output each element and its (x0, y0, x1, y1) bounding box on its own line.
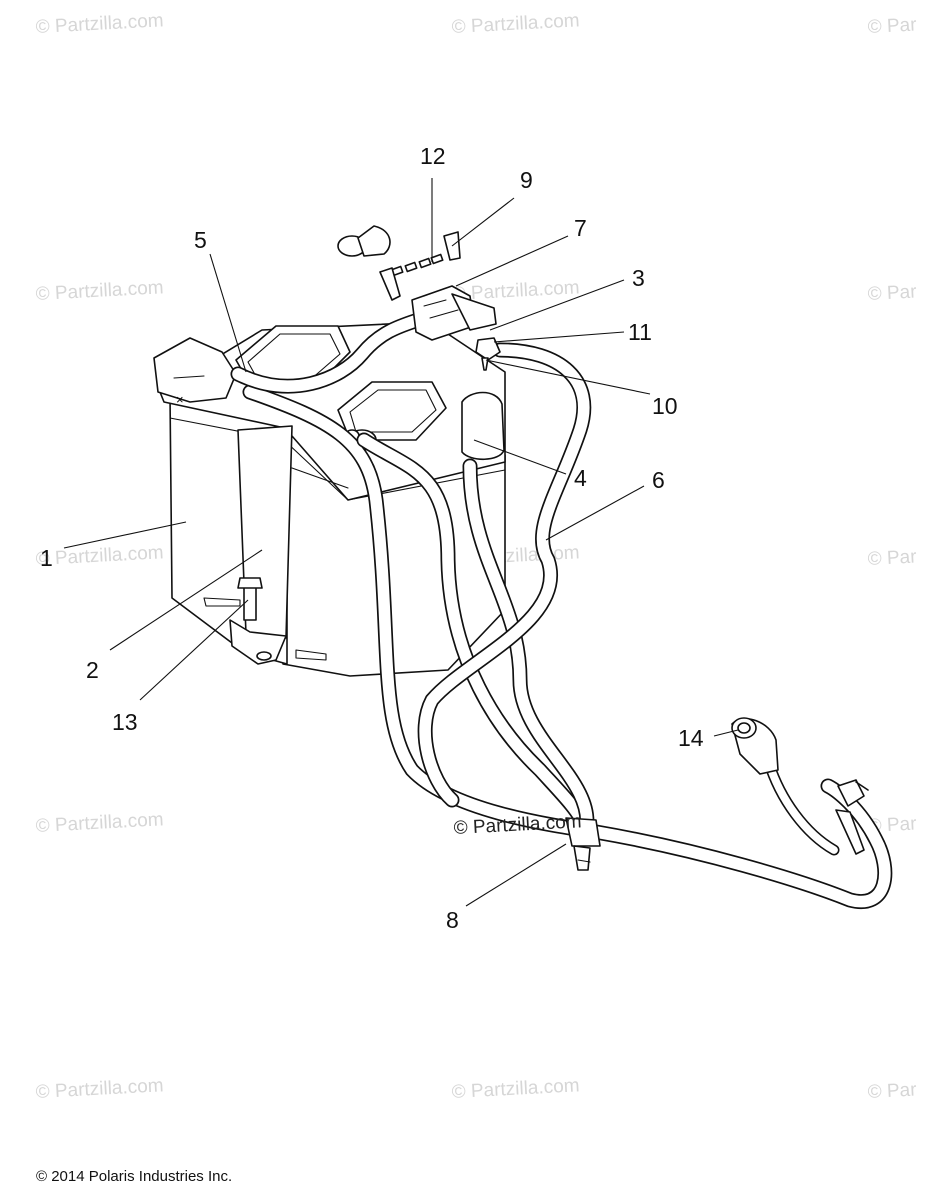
watermark: © Partzilla.com (35, 809, 164, 837)
watermark: © Par (867, 14, 918, 38)
callout-2: 2 (86, 657, 99, 683)
watermark: © Par (867, 813, 918, 837)
watermark: © Partzilla.com (35, 542, 164, 570)
battery-cables (230, 312, 893, 910)
callout-4: 4 (574, 465, 587, 491)
svg-text:×: × (176, 392, 184, 407)
strap-bolt (237, 577, 263, 621)
fuse-holder (411, 285, 497, 341)
callout-3: 3 (632, 265, 645, 291)
watermark: © Partzilla.com (35, 1075, 164, 1103)
fuse-clips (390, 253, 444, 277)
leader-lines (63, 178, 739, 907)
watermark-dark: © Partzilla.com (453, 811, 582, 839)
watermark: © Partzilla.com (451, 10, 580, 38)
vent-fitting (475, 337, 501, 371)
watermark: © Partzilla.com (451, 1075, 580, 1103)
watermark: © Par (867, 546, 918, 570)
ring-terminal (731, 717, 779, 775)
callout-6: 6 (652, 467, 665, 493)
callout-labels: 1 2 3 4 5 6 7 8 9 10 11 12 13 14 (40, 143, 704, 933)
callout-10: 10 (652, 393, 678, 419)
callout-8: 8 (446, 907, 459, 933)
cable-clamp (565, 817, 601, 871)
callout-5: 5 (194, 227, 207, 253)
callout-13: 13 (112, 709, 138, 735)
callout-9: 9 (520, 167, 533, 193)
watermark: © Partzilla.com (35, 277, 164, 305)
callout-7: 7 (574, 215, 587, 241)
copyright-notice: © 2014 Polaris Industries Inc. (36, 1168, 233, 1185)
callout-12: 12 (420, 143, 446, 169)
fuse-cap (337, 225, 391, 257)
watermark: © Par (867, 281, 918, 305)
callout-14: 14 (678, 725, 704, 751)
watermark: © Partzilla.com (35, 10, 164, 38)
watermark: © Par (867, 1079, 918, 1103)
callout-11: 11 (628, 319, 652, 345)
callout-1: 1 (40, 545, 53, 571)
harness-connector (835, 779, 869, 855)
